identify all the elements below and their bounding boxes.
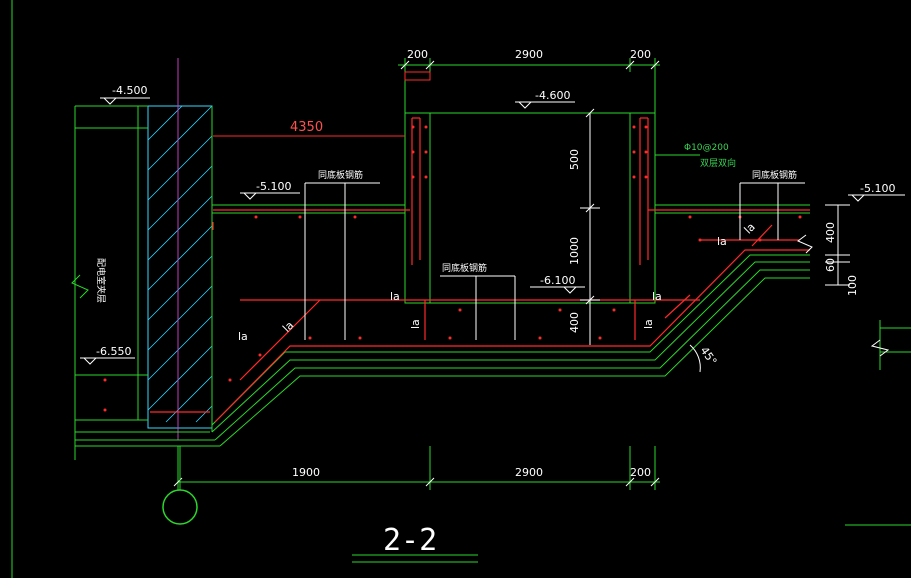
rebar-dots — [103, 125, 802, 412]
elev-right: -5.100 — [860, 182, 895, 195]
la-label-7: la — [717, 235, 727, 248]
la-label-1: la — [238, 330, 248, 343]
la-labels: la la la la la la la la — [238, 220, 758, 343]
dim-top-left: 200 — [407, 48, 428, 61]
dim-vert-400: 400 — [568, 312, 581, 333]
break-symbol-left — [71, 274, 89, 299]
callout-2: 同底板钢筋 — [442, 262, 487, 274]
spec-2: 双层双向 — [700, 157, 736, 169]
la-label-8: la — [742, 220, 758, 236]
room-label: 配电室夹层 — [95, 258, 107, 303]
foundation-slab-lines — [211, 204, 810, 447]
elev-pit-floor: -6.100 — [540, 274, 575, 287]
pit-outline — [404, 112, 656, 304]
dim-bottom-left: 1900 — [292, 466, 320, 479]
break-symbol-right — [797, 234, 813, 254]
callout-3: 同底板钢筋 — [752, 169, 797, 181]
dim-top-right: 200 — [630, 48, 651, 61]
la-label-5: la — [652, 290, 662, 303]
angle-arc — [689, 344, 701, 373]
dimension-ticks — [173, 60, 660, 487]
dim-top-mid: 2900 — [515, 48, 543, 61]
break-symbol-far-right — [870, 339, 890, 357]
leader-lines — [304, 113, 850, 345]
elevation-markers — [80, 97, 905, 365]
section-title: 2-2 — [383, 523, 437, 558]
elev-left-mid: -5.100 — [256, 180, 291, 193]
left-wall-hatch — [147, 60, 213, 440]
la-label-2: la — [280, 319, 296, 335]
dim-4350: 4350 — [290, 120, 323, 135]
spec-1: Φ10@200 — [684, 143, 729, 153]
callout-1: 同底板钢筋 — [318, 169, 363, 181]
elev-left-top: -4.500 — [112, 84, 147, 97]
dim-bottom-right: 200 — [630, 466, 651, 479]
dim-far-100: 100 — [846, 275, 859, 296]
dimension-lines — [177, 58, 911, 563]
la-label-3: la — [390, 290, 400, 303]
left-wall-outline — [74, 105, 220, 460]
dim-far-400: 400 — [824, 222, 837, 243]
dim-box — [404, 71, 431, 81]
la-label-4: la — [409, 319, 422, 329]
dim-vert-1000: 1000 — [568, 237, 581, 265]
la-label-6: la — [642, 319, 655, 329]
dim-far-60: 60 — [824, 258, 837, 272]
grid-axis-circle — [162, 489, 198, 525]
dim-vert-500: 500 — [568, 149, 581, 170]
elev-left-low: -6.550 — [96, 345, 131, 358]
dim-bottom-mid: 2900 — [515, 466, 543, 479]
angle-label: 45° — [698, 344, 720, 367]
rebar-lines — [150, 117, 810, 423]
elev-pit-top: -4.600 — [535, 89, 570, 102]
